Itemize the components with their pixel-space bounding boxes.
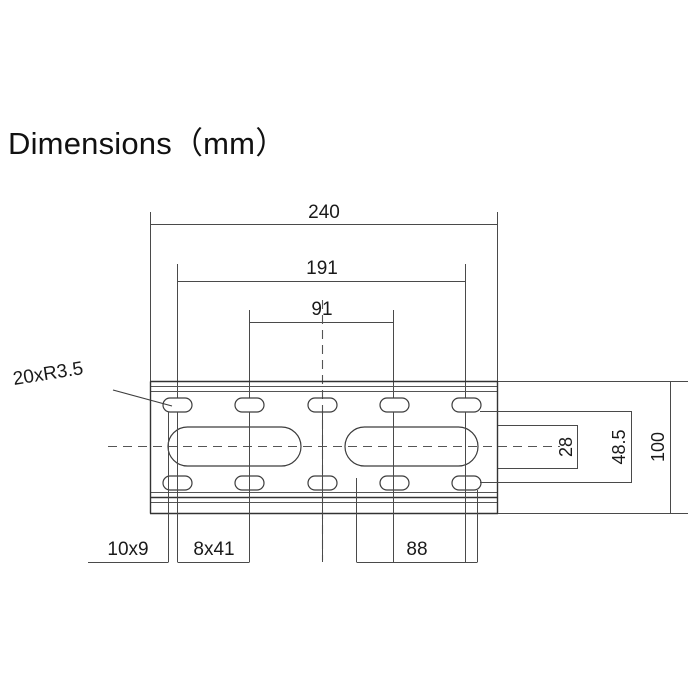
dimension-48-5-label: 48.5: [609, 429, 629, 464]
dimension-240: 240: [150, 202, 498, 385]
slot-bottom-5: [451, 475, 482, 491]
dimension-88-label: 88: [406, 539, 427, 560]
slot-top-4: [379, 397, 410, 413]
annotation-20xR3-5-label: 20xR3.5: [11, 358, 84, 390]
dimension-10x9-label: 10x9: [107, 539, 148, 560]
dimension-28-label: 28: [556, 437, 576, 457]
dimension-191-label: 191: [306, 258, 338, 279]
dimension-91-label: 91: [311, 299, 332, 320]
large-slot-right: [344, 426, 479, 467]
page-title: Dimensions（mm）: [8, 126, 287, 161]
annotation-20xR3-5: 20xR3.5: [11, 358, 173, 407]
dimension-8x41-label: 8x41: [193, 539, 234, 560]
dimension-8x41: 8x41: [177, 539, 250, 563]
dimension-191: 191: [177, 258, 466, 398]
slot-top-2: [234, 397, 265, 413]
dimension-48-5: 48.5: [480, 411, 632, 483]
dimension-88: 88: [356, 539, 478, 563]
dimension-91: 91: [249, 299, 394, 398]
dimension-240-label: 240: [308, 202, 340, 223]
dimension-28: 28: [498, 425, 578, 469]
bottom-witness-lines: [168, 412, 478, 562]
dimension-100-label: 100: [648, 432, 668, 462]
slot-bottom-4: [379, 475, 410, 491]
rail-body: [149, 380, 499, 515]
dimension-100: 100: [498, 381, 688, 514]
dimension-10x9: 10x9: [88, 539, 169, 563]
slot-top-5: [451, 397, 482, 413]
